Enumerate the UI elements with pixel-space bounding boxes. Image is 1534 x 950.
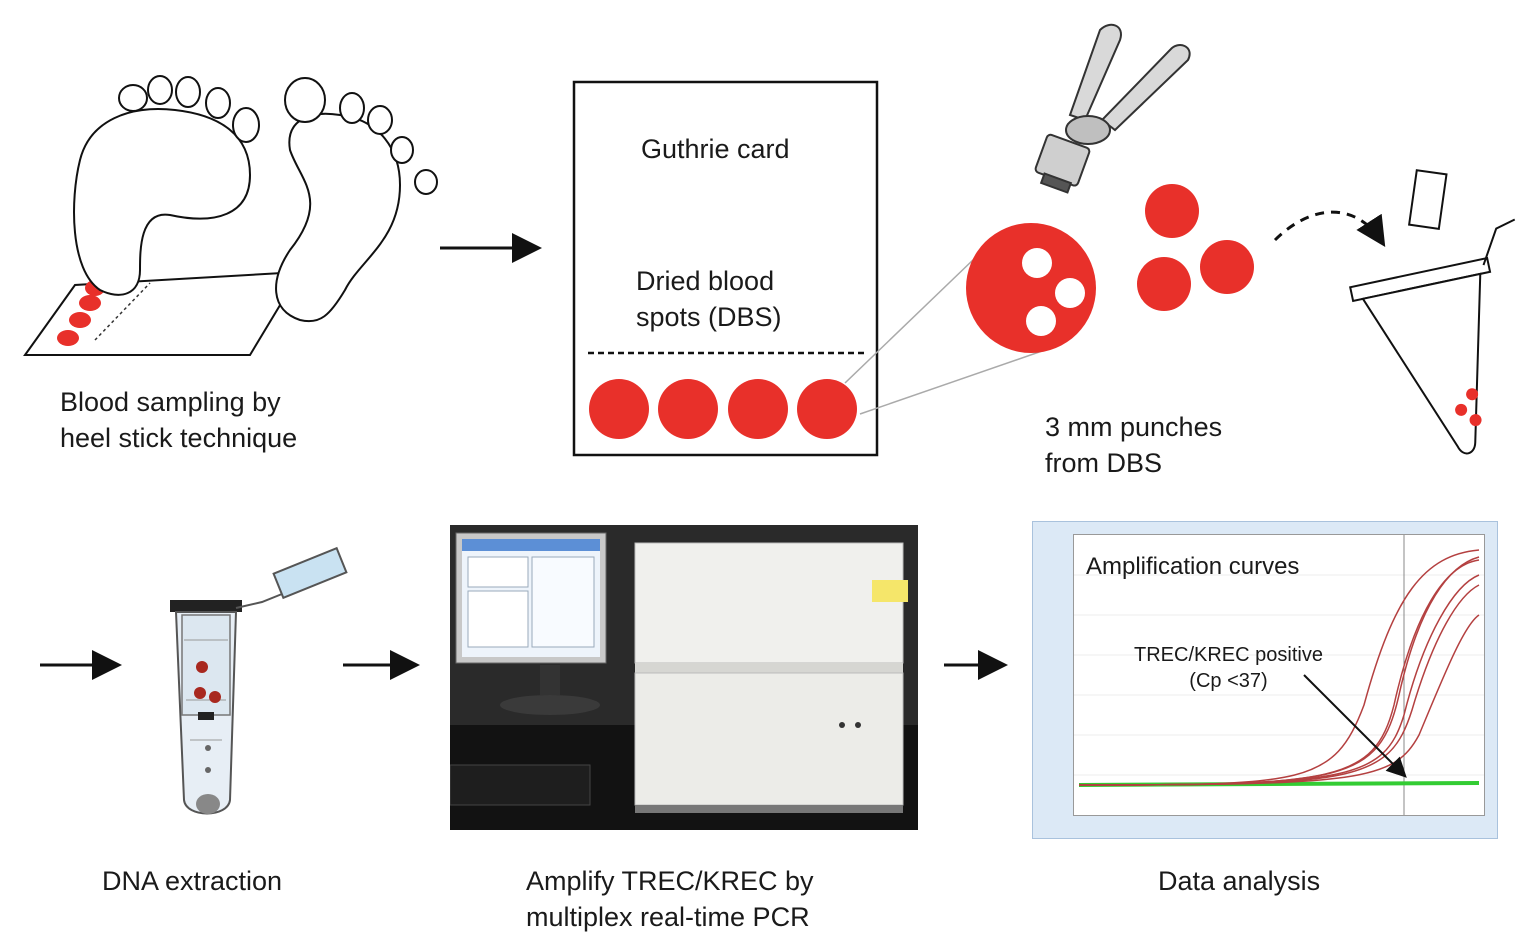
- punch-label: 3 mm punches from DBS: [1045, 409, 1222, 481]
- punched-discs: [1137, 184, 1254, 311]
- guthrie-card-title: Guthrie card: [641, 134, 790, 164]
- dbs-label-line-2: spots (DBS): [636, 302, 782, 332]
- tube-icon: [1349, 169, 1516, 455]
- dna-extraction-label: DNA extraction: [102, 866, 283, 896]
- chart-plot-area: [1073, 534, 1485, 816]
- guthrie-card: [572, 80, 879, 457]
- pcr-label-line-1: Amplify TREC/KREC by: [526, 866, 814, 896]
- heel-card: [23, 270, 302, 356]
- punch-label-line-1: 3 mm punches: [1045, 412, 1223, 442]
- chart-title: Amplification curves: [1086, 553, 1300, 580]
- pcr-label: Amplify TREC/KREC by multiplex real-time…: [526, 863, 814, 935]
- feet-icon: [73, 75, 438, 323]
- amplification-chart: [1032, 521, 1498, 839]
- chart-curves: [1074, 535, 1484, 815]
- annotation-line-1: TREC/KREC positive: [1134, 644, 1323, 666]
- punch-label-line-2: from DBS: [1045, 448, 1163, 478]
- extraction-tube-icon: [170, 546, 348, 815]
- chart-annotation: TREC/KREC positive (Cp <37): [1134, 642, 1323, 694]
- pcr-label-line-2: multiplex real-time PCR: [526, 902, 810, 932]
- pcr-instrument-photo: [450, 525, 918, 830]
- dbs-label-line-1: Dried blood: [636, 266, 775, 296]
- annotation-line-2: (Cp <37): [1189, 670, 1268, 692]
- heel-label-line-1: Blood sampling by: [60, 387, 281, 417]
- paper-punch-icon: [1034, 23, 1191, 194]
- dashed-curved-arrow-icon: [1273, 210, 1386, 248]
- data-analysis-label: Data analysis: [1158, 866, 1321, 896]
- heel-label: Blood sampling by heel stick technique: [60, 384, 297, 456]
- heel-label-line-2: heel stick technique: [60, 423, 298, 453]
- dbs-label: Dried blood spots (DBS): [636, 263, 782, 335]
- enlarged-blood-spot: [966, 223, 1096, 353]
